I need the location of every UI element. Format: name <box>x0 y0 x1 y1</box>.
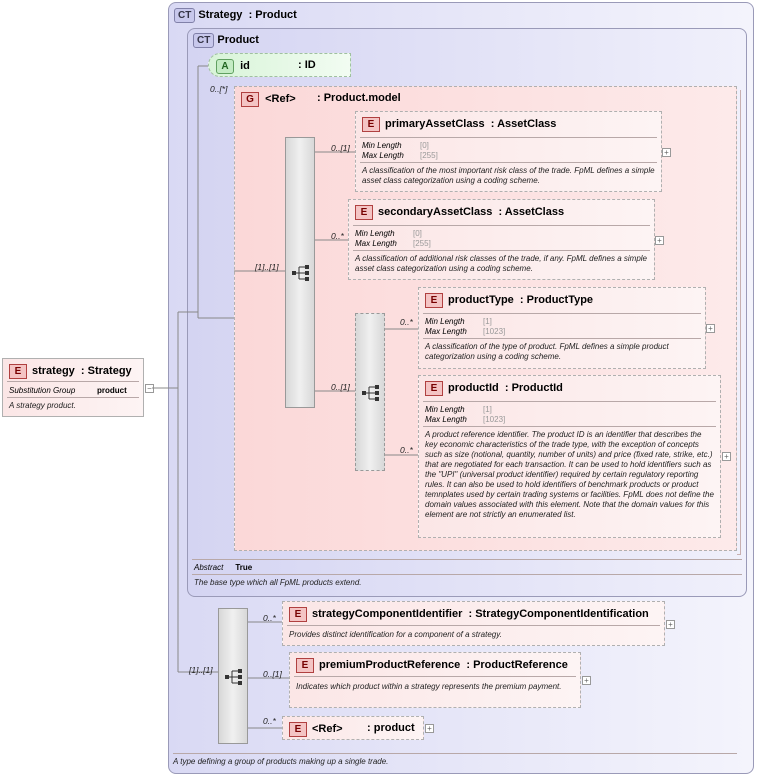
element-type: : ProductReference <box>466 659 568 671</box>
root-name: strategy <box>32 365 75 377</box>
min-length-label: Min Length <box>425 317 465 326</box>
secondary-cardinality: 0..* <box>331 231 344 241</box>
group-shadow <box>737 90 741 555</box>
element-icon: E <box>355 205 373 220</box>
sequence-icon <box>292 265 309 281</box>
group-cardinality: 0..[*] <box>210 84 228 94</box>
expand-icon[interactable]: + <box>662 148 671 157</box>
element-name: <Ref> <box>312 723 343 735</box>
sequence-icon <box>225 669 242 685</box>
root-description: A strategy product. <box>9 401 76 410</box>
expand-icon[interactable]: + <box>706 324 715 333</box>
element-type: : ProductType <box>519 294 594 306</box>
substitution-label: Substitution Group <box>9 386 76 395</box>
inner-ct-name: Product <box>217 34 259 46</box>
max-length-label: Max Length <box>362 151 404 160</box>
element-name: primaryAssetClass <box>385 118 485 130</box>
complex-type-icon: CT <box>193 33 215 48</box>
max-length-value: [255] <box>420 151 438 160</box>
product-type-cardinality: 0..* <box>400 317 413 327</box>
element-type: : product <box>367 722 415 734</box>
min-length-value: [0] <box>420 141 429 150</box>
premium-cardinality: 0..[1] <box>263 669 282 679</box>
product-id-cardinality: 0..* <box>400 445 413 455</box>
expand-icon[interactable]: + <box>722 452 731 461</box>
element-description: Provides distinct identification for a c… <box>289 630 502 639</box>
attribute-id[interactable]: A id : ID <box>208 53 351 77</box>
strategy-component-cardinality: 0..* <box>263 613 276 623</box>
product-ref-cardinality: 0..* <box>263 716 276 726</box>
primary-cardinality: 0..[1] <box>331 143 350 153</box>
group-icon: G <box>241 92 259 107</box>
min-length-label: Min Length <box>355 229 395 238</box>
root-type: : Strategy <box>80 365 132 377</box>
min-length-value: [0] <box>413 229 422 238</box>
element-type: : AssetClass <box>498 206 565 218</box>
inner-ct-description: The base type which all FpML products ex… <box>194 578 362 587</box>
element-icon: E <box>289 607 307 622</box>
outer-ct-description: A type defining a group of products maki… <box>173 757 389 766</box>
element-icon: E <box>425 381 443 396</box>
max-length-value: [1023] <box>483 415 506 424</box>
sequence-compositor[interactable] <box>218 608 248 744</box>
expand-icon[interactable]: + <box>425 724 434 733</box>
element-description: A product reference identifier. The prod… <box>425 430 714 519</box>
expand-icon[interactable]: + <box>655 236 664 245</box>
max-length-label: Max Length <box>425 415 467 424</box>
element-name: secondaryAssetClass <box>378 206 493 218</box>
max-length-value: [1023] <box>483 327 506 336</box>
sequence-cardinality: [1]..[1] <box>255 262 279 272</box>
complex-type-icon: CT <box>174 8 196 23</box>
outer-sequence-cardinality: [1]..[1] <box>189 665 213 675</box>
expand-icon[interactable]: + <box>666 620 675 629</box>
element-description: A classification of additional risk clas… <box>355 254 647 273</box>
element-name: productType <box>448 294 514 306</box>
max-length-value: [255] <box>413 239 431 248</box>
min-length-value: [1] <box>483 405 492 414</box>
element-name: premiumProductReference <box>319 659 461 671</box>
abstract-label: Abstract <box>194 563 224 572</box>
element-product-ref[interactable]: E <Ref> : product <box>282 716 424 740</box>
element-type: : AssetClass <box>490 118 557 130</box>
element-type: : ProductId <box>504 382 563 394</box>
substitution-value: product <box>97 386 127 395</box>
min-length-label: Min Length <box>425 405 465 414</box>
group-type: : Product.model <box>317 92 401 104</box>
element-description: A classification of the type of product.… <box>425 342 669 361</box>
min-length-label: Min Length <box>362 141 402 150</box>
max-length-label: Max Length <box>425 327 467 336</box>
element-name: strategyComponentIdentifier <box>312 608 463 620</box>
attribute-icon: A <box>216 59 234 74</box>
element-icon: E <box>289 722 307 737</box>
max-length-label: Max Length <box>355 239 397 248</box>
abstract-value: True <box>235 563 253 572</box>
outer-ct-type: : Product <box>248 9 297 21</box>
element-icon: E <box>425 293 443 308</box>
choice-compositor[interactable] <box>355 313 385 471</box>
element-name: productId <box>448 382 499 394</box>
element-description: Indicates which product within a strateg… <box>296 682 562 691</box>
attribute-name: id <box>240 60 250 72</box>
element-description: A classification of the most important r… <box>362 166 655 185</box>
outer-ct-name: Strategy <box>198 9 243 21</box>
group-name: <Ref> <box>265 93 296 105</box>
element-type: : StrategyComponentIdentification <box>468 608 649 620</box>
element-icon: E <box>296 658 314 673</box>
expand-icon[interactable]: + <box>582 676 591 685</box>
min-length-value: [1] <box>483 317 492 326</box>
attribute-type: : ID <box>298 59 316 71</box>
sequence-icon <box>362 385 379 401</box>
element-icon: E <box>9 364 27 379</box>
sequence-compositor[interactable] <box>285 137 315 408</box>
choice-cardinality: 0..[1] <box>331 382 350 392</box>
element-icon: E <box>362 117 380 132</box>
